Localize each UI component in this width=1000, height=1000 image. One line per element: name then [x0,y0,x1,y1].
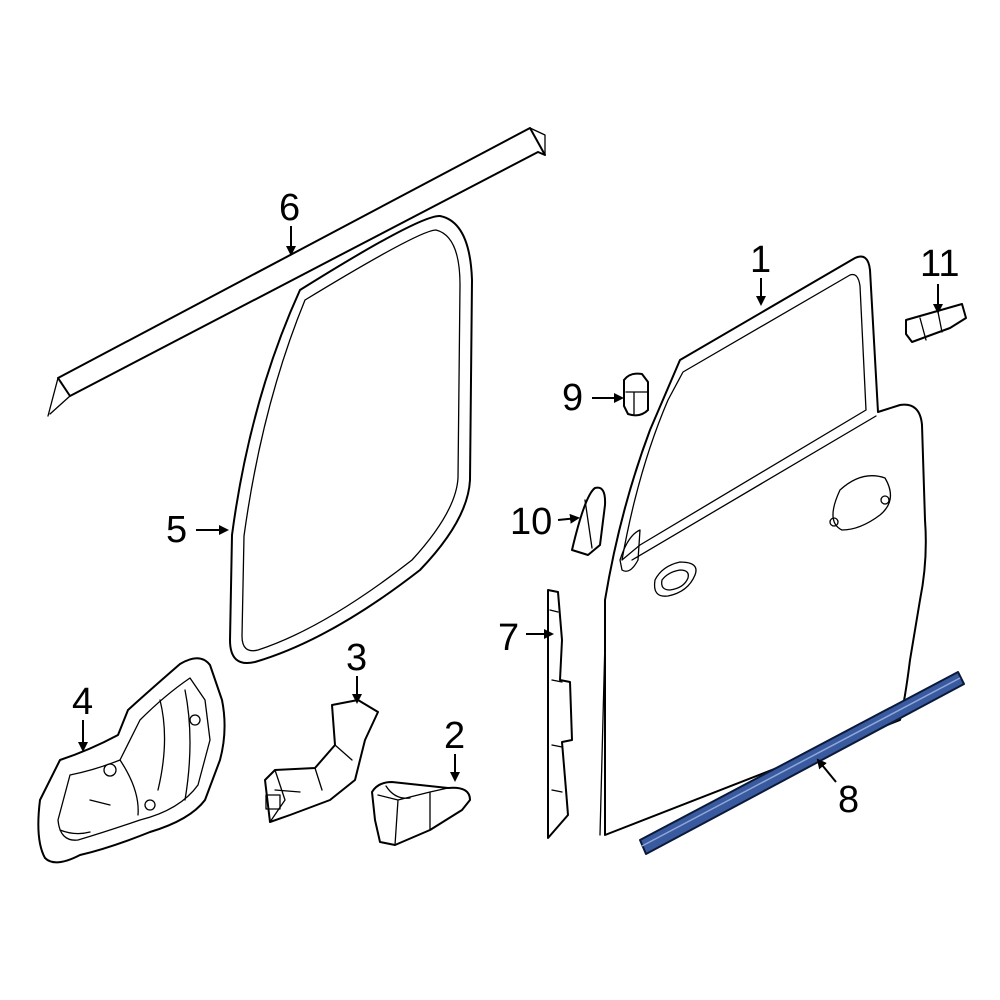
callout-9: 9 [562,377,624,419]
callout-label-11: 11 [920,243,959,285]
callout-7: 7 [498,617,554,659]
leader-arrow-10 [557,513,580,524]
callout-11: 11 [920,243,959,314]
part-4-door-module[interactable] [37,657,226,864]
part-7-pillar-trim[interactable] [547,589,573,839]
part-6-roof-molding[interactable] [47,127,546,417]
callout-2: 2 [444,715,465,782]
callout-label-6: 6 [279,187,300,229]
part-2-door-check[interactable] [371,781,471,846]
part-11-wedge[interactable] [905,303,967,343]
part-8-lower-molding[interactable] [639,671,965,855]
part-5-door-seal[interactable] [229,214,473,664]
part-9-plug[interactable] [623,372,649,417]
callout-3: 3 [346,637,367,704]
callout-label-8: 8 [838,779,859,821]
callout-label-2: 2 [444,715,465,757]
callout-label-1: 1 [750,239,771,281]
callout-label-10: 10 [510,501,552,543]
callout-label-7: 7 [498,617,519,659]
callout-8: 8 [816,758,859,821]
callout-label-9: 9 [562,377,583,419]
callout-6: 6 [279,187,300,256]
callout-5: 5 [166,509,229,551]
callout-label-4: 4 [72,681,93,723]
callout-label-3: 3 [346,637,367,679]
callout-10: 10 [510,501,580,543]
callout-4: 4 [72,681,93,752]
callout-label-5: 5 [166,509,187,551]
part-1-door-shell[interactable] [599,255,927,836]
leader-arrow-8 [816,758,837,783]
part-3-hinge-bracket[interactable] [264,699,379,823]
callout-1: 1 [750,239,771,306]
part-10-sail-trim[interactable] [571,486,607,556]
